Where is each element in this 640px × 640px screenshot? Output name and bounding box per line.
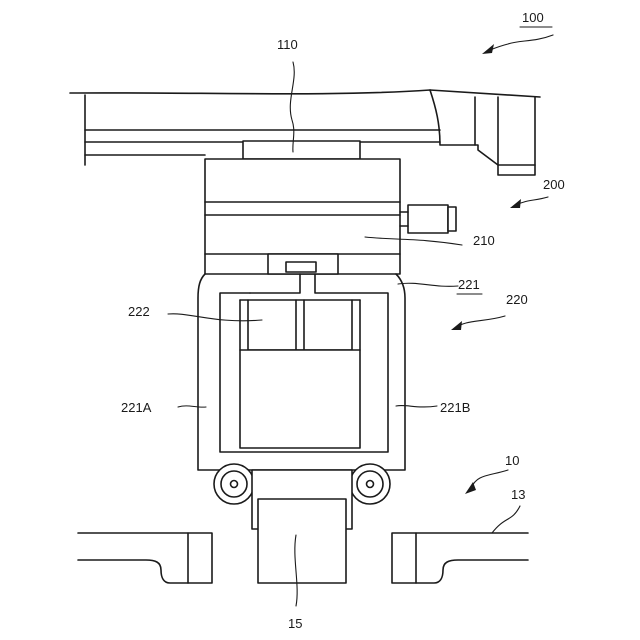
label-210: 210 bbox=[473, 233, 495, 248]
label-222: 222 bbox=[128, 304, 150, 319]
lower-block-15 bbox=[252, 470, 352, 583]
floor-bracket-right bbox=[392, 533, 528, 583]
label-221b: 221B bbox=[440, 400, 470, 415]
label-13: 13 bbox=[511, 487, 525, 502]
roller-right bbox=[350, 464, 390, 504]
label-10: 10 bbox=[505, 453, 519, 468]
roller-left bbox=[214, 464, 254, 504]
gripper-assembly-222 bbox=[240, 300, 360, 448]
side-fitting bbox=[400, 205, 456, 233]
label-221a: 221A bbox=[121, 400, 152, 415]
label-110: 110 bbox=[277, 37, 298, 52]
label-220: 220 bbox=[506, 292, 528, 307]
label-221: 221 bbox=[458, 277, 480, 292]
label-15: 15 bbox=[288, 616, 302, 631]
label-100: 100 bbox=[522, 10, 544, 25]
label-200: 200 bbox=[543, 177, 565, 192]
floor-bracket-left bbox=[78, 533, 212, 583]
block-110 bbox=[243, 141, 360, 159]
upper-body bbox=[205, 159, 400, 274]
